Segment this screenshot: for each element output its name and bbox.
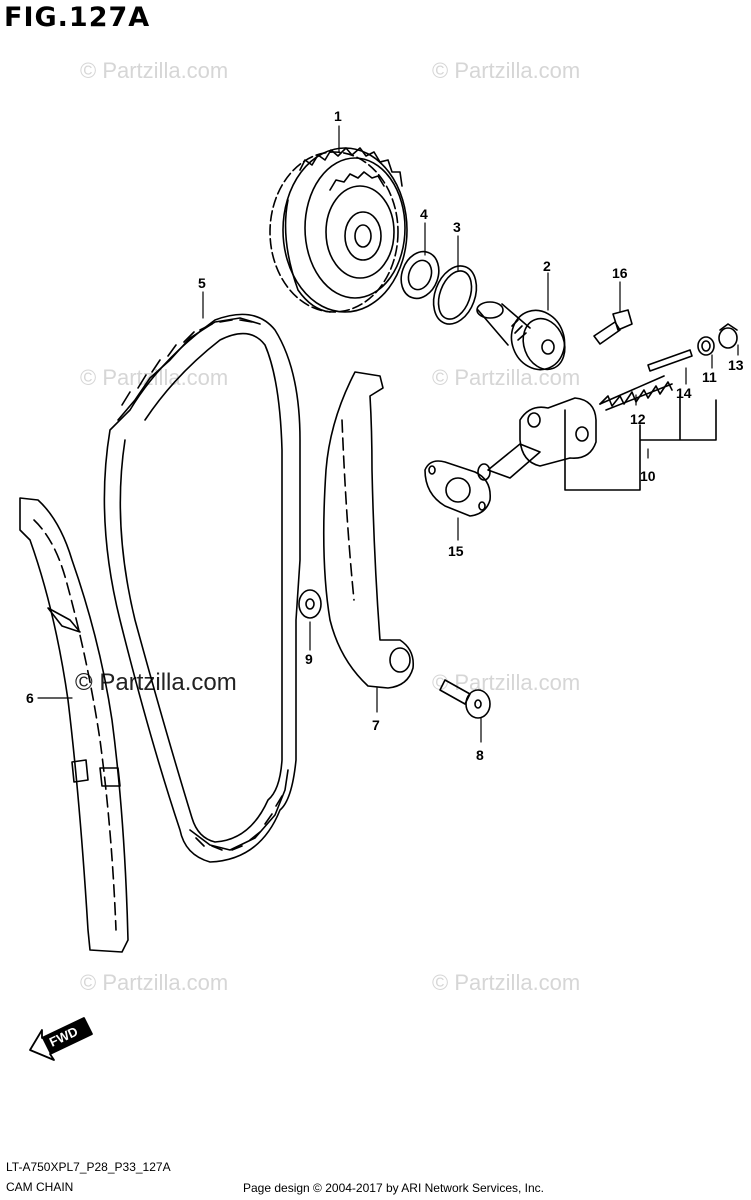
watermark: © Partzilla.com (432, 58, 580, 83)
part-9-washer (298, 589, 322, 619)
callout-10[interactable]: 10 (640, 468, 656, 484)
part-13-plug (718, 323, 738, 349)
part-11-gasket (697, 336, 715, 356)
part-7-tensioner-guide (322, 371, 415, 689)
copyright-notice: Page design © 2004-2017 by ARI Network S… (243, 1181, 545, 1195)
callout-16[interactable]: 16 (612, 265, 628, 281)
part-1-cam-sprocket (269, 147, 408, 313)
figure-title: FIG.127A (4, 2, 151, 33)
callout-2[interactable]: 2 (543, 258, 551, 274)
part-4-washer (400, 250, 440, 300)
callout-14[interactable]: 14 (676, 385, 692, 401)
callout-1[interactable]: 1 (334, 108, 342, 124)
part-10-tensioner (477, 394, 717, 491)
callout-6[interactable]: 6 (26, 690, 34, 706)
figure-code: LT-A750XPL7_P28_P33_127A (6, 1160, 171, 1174)
part-2-shaft (476, 301, 566, 371)
callout-13[interactable]: 13 (728, 357, 744, 373)
part-3-o-ring (432, 265, 478, 325)
callout-5[interactable]: 5 (198, 275, 206, 291)
callout-12[interactable]: 12 (630, 411, 646, 427)
callout-15[interactable]: 15 (448, 543, 464, 559)
watermark: © Partzilla.com (432, 670, 580, 695)
part-8-pivot-bolt (439, 679, 491, 719)
watermark: © Partzilla.com (432, 365, 580, 390)
fwd-arrow-icon: FWD (29, 1017, 93, 1061)
figure-footer: LT-A750XPL7_P28_P33_127A CAM CHAIN (6, 1157, 171, 1197)
watermarks: © Partzilla.com © Partzilla.com © Partzi… (75, 58, 580, 995)
part-5-cam-chain (103, 313, 301, 863)
callout-3[interactable]: 3 (453, 219, 461, 235)
part-16-bolt (593, 309, 633, 345)
part-15-gasket (424, 460, 492, 517)
watermark: © Partzilla.com (80, 58, 228, 83)
callout-9[interactable]: 9 (305, 651, 313, 667)
part-6-chain-guide (19, 497, 129, 953)
callout-11[interactable]: 11 (702, 369, 717, 385)
figure-name: CAM CHAIN (6, 1180, 74, 1194)
callouts: 1 2 3 4 5 6 7 8 9 10 11 12 13 14 15 16 (26, 108, 744, 763)
watermark: © Partzilla.com (80, 970, 228, 995)
callout-4[interactable]: 4 (420, 206, 428, 222)
callout-7[interactable]: 7 (372, 717, 380, 733)
callout-8[interactable]: 8 (476, 747, 484, 763)
part-14-rod (647, 349, 693, 372)
watermark: © Partzilla.com (432, 970, 580, 995)
leader-lines (37, 125, 739, 743)
watermark: © Partzilla.com (75, 669, 237, 696)
